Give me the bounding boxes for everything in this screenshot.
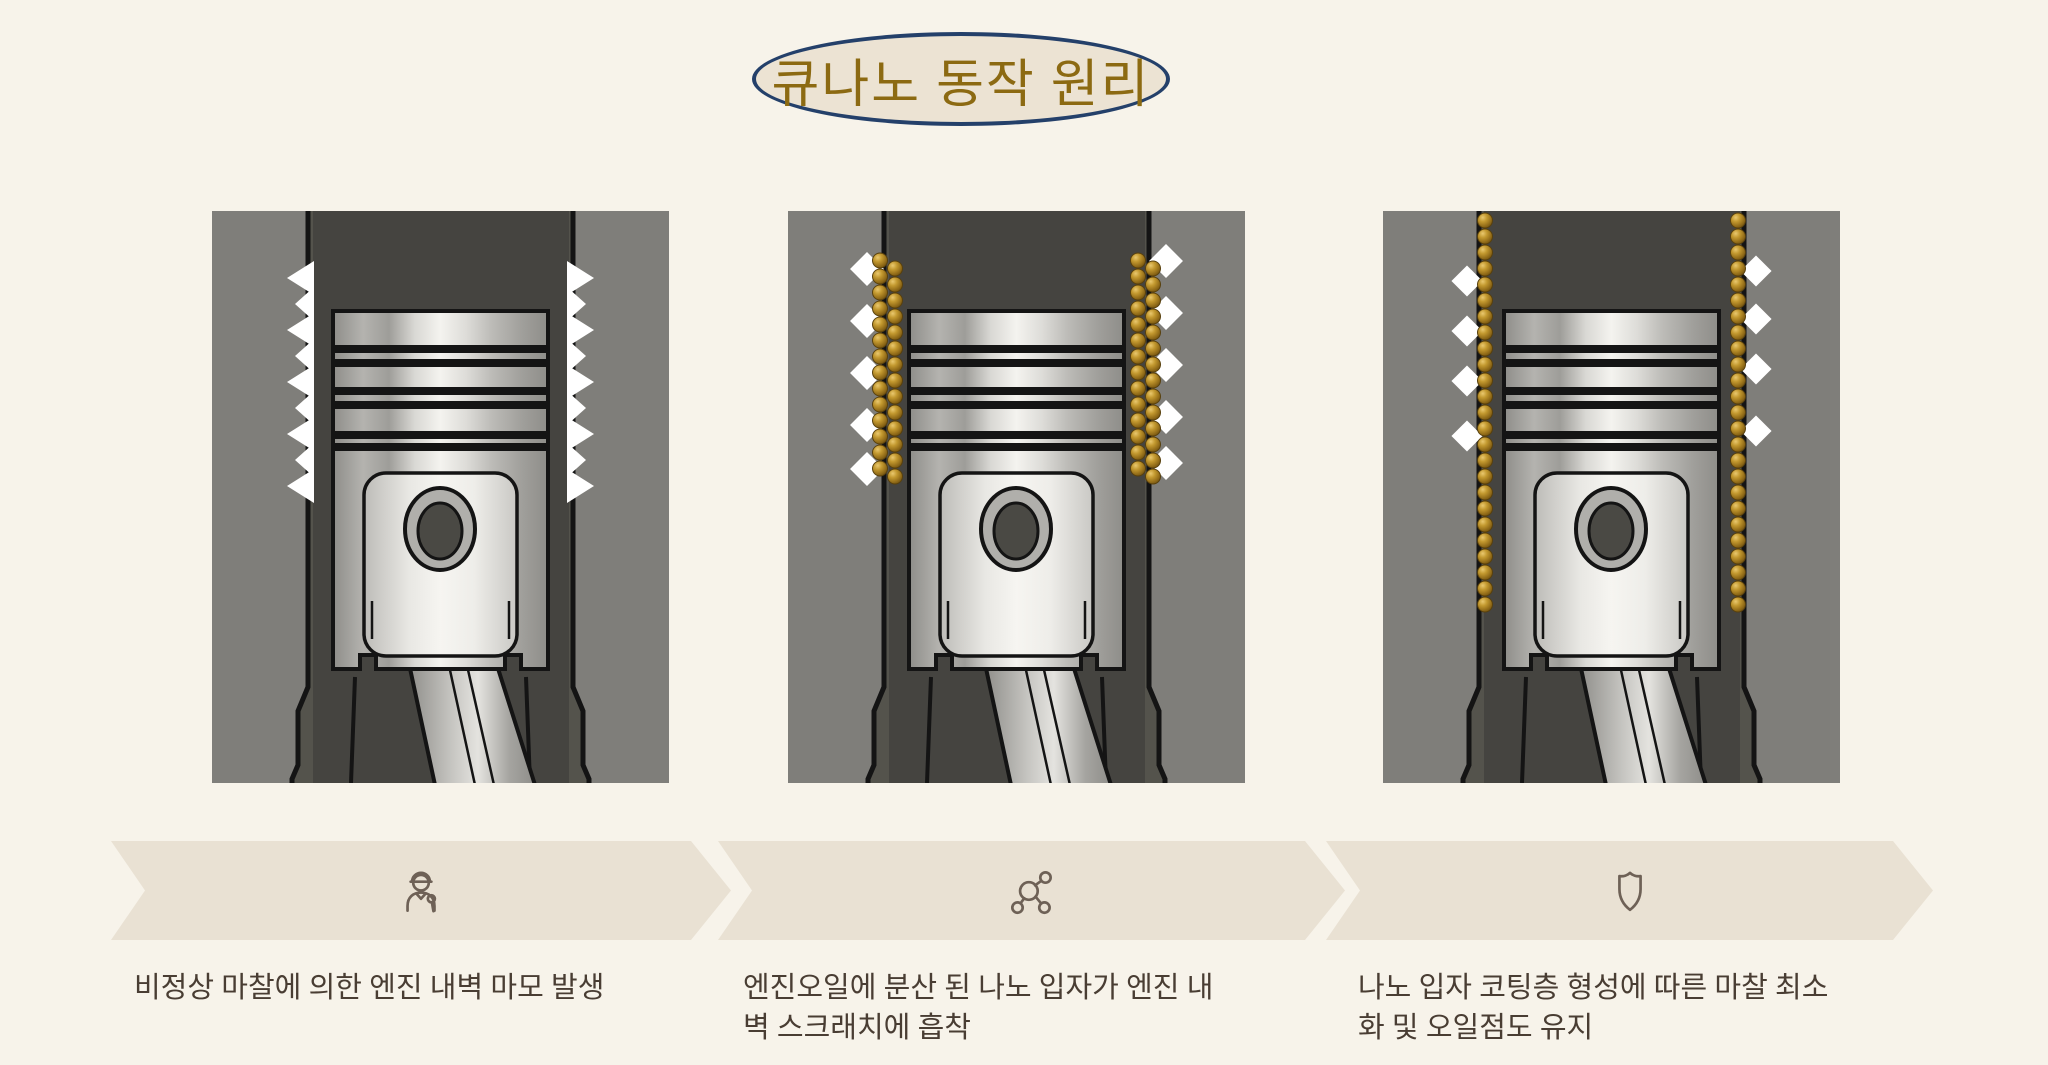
step-chevron-2 [718,841,1345,940]
piston-figure-coating-layer [1383,211,1840,783]
title-badge: 큐나노 동작 원리 [752,32,1170,126]
page-title: 큐나노 동작 원리 [771,56,1151,114]
piston-figure-nano-adsorption [788,211,1245,783]
nano-particles-right [1145,260,1161,485]
caption-line: 벽 스크래치에 흡착 [743,1012,971,1045]
nano-coating-left [1477,212,1493,613]
caption-line: 엔진오일에 분산 된 나노 입자가 엔진 내 [743,972,1214,1004]
step-chevron-1 [111,841,731,940]
engineer-icon [392,862,450,920]
friction-marks-right [567,261,594,503]
nano-particles-right [1130,252,1146,477]
step-chevron-3 [1326,841,1933,940]
nano-particles-left [887,260,903,485]
shield-icon [1601,862,1659,920]
nano-particles-left [872,252,888,477]
piston-figure-friction-wear [212,211,669,783]
friction-marks-left [287,261,314,503]
caption-line: 화 및 오일점도 유지 [1358,1012,1594,1045]
molecule-icon [1003,862,1061,920]
step-caption-3: 나노 입자 코팅층 형성에 따른 마찰 최소 화 및 오일점도 유지 [1358,968,1948,1048]
nano-coating-right [1730,212,1746,613]
caption-line: 비정상 마찰에 의한 엔진 내벽 마모 발생 [134,972,605,1004]
step-caption-1: 비정상 마찰에 의한 엔진 내벽 마모 발생 [134,968,724,1008]
caption-line: 나노 입자 코팅층 형성에 따른 마찰 최소 [1358,972,1829,1004]
step-caption-2: 엔진오일에 분산 된 나노 입자가 엔진 내 벽 스크래치에 흡착 [743,968,1333,1048]
